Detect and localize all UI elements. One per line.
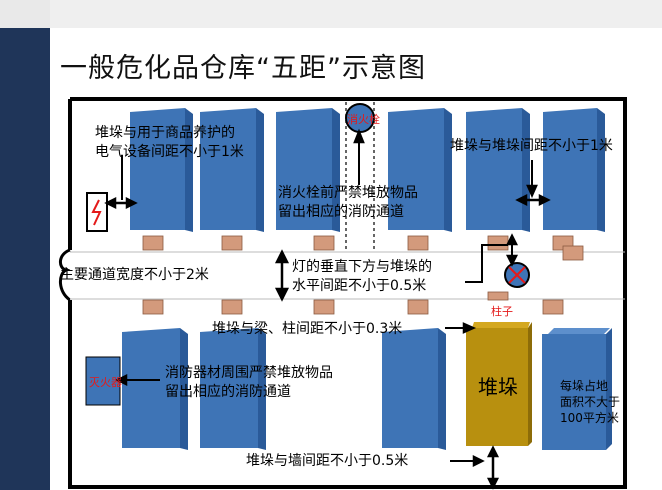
pallets-bottom [142,299,564,315]
area-label-1: 每垛占地 [560,379,609,393]
bottom-stack-2 [200,328,266,450]
lamp-icon [504,262,530,288]
top-stack-1 [130,108,193,232]
area-label-3: 100平方米 [560,411,619,425]
bottom-stack-gold [466,322,532,446]
pallets-top [142,235,584,261]
top-stack-3 [276,108,340,232]
top-left-corner [0,0,50,28]
top-band [0,0,662,28]
bottom-stack-3 [382,328,446,450]
top-stack-4 [388,108,452,232]
fire-equipment-label-1: 消防器材周围严禁堆放物品 [165,365,333,381]
pillar-icon [487,291,509,301]
top-stack-6 [543,108,605,232]
slide-title: 一般危化品仓库“五距”示意图 [60,53,426,84]
hydrant-note-label-1: 消火栓前严禁堆放物品 [278,185,418,201]
stack-equipment-label-2: 电气设备间距不小于1米 [95,144,244,160]
hydrant-note-label-2: 留出相应的消防通道 [278,204,404,220]
entrance-bracket [59,248,71,302]
main-aisle-label: 主要通道宽度不小于2米 [60,267,209,283]
beam-pillar-label: 堆垛与梁、柱间距不小于0.3米 [212,321,403,337]
extinguisher-label: 灭火器 [89,376,122,389]
hydrant-label: 消火栓 [347,113,380,126]
pillar-label: 柱子 [491,305,513,318]
wall-distance-label: 堆垛与墙间距不小于0.5米 [246,453,409,469]
lamp-label-1: 灯的垂直下方与堆垛的 [292,259,432,275]
stack-label: 堆垛 [478,375,518,399]
left-sidebar-band [0,0,50,490]
top-stack-2 [200,108,264,232]
fire-equipment-label-2: 留出相应的消防通道 [165,384,291,400]
stack-stack-label: 堆垛与堆垛间距不小于1米 [450,138,613,154]
bottom-stack-area [542,328,612,450]
top-stack-5 [466,108,530,232]
warehouse-wall [68,97,627,489]
bottom-stack-1 [122,328,188,450]
electric-box-icon [86,192,108,232]
extinguisher-icon [85,356,121,406]
area-label-2: 面积不大于 [560,395,621,409]
arrows [104,128,551,490]
lamp-label-2: 水平间距不小于0.5米 [292,278,427,294]
stack-equipment-label-1: 堆垛与用于商品养护的 [95,125,235,141]
